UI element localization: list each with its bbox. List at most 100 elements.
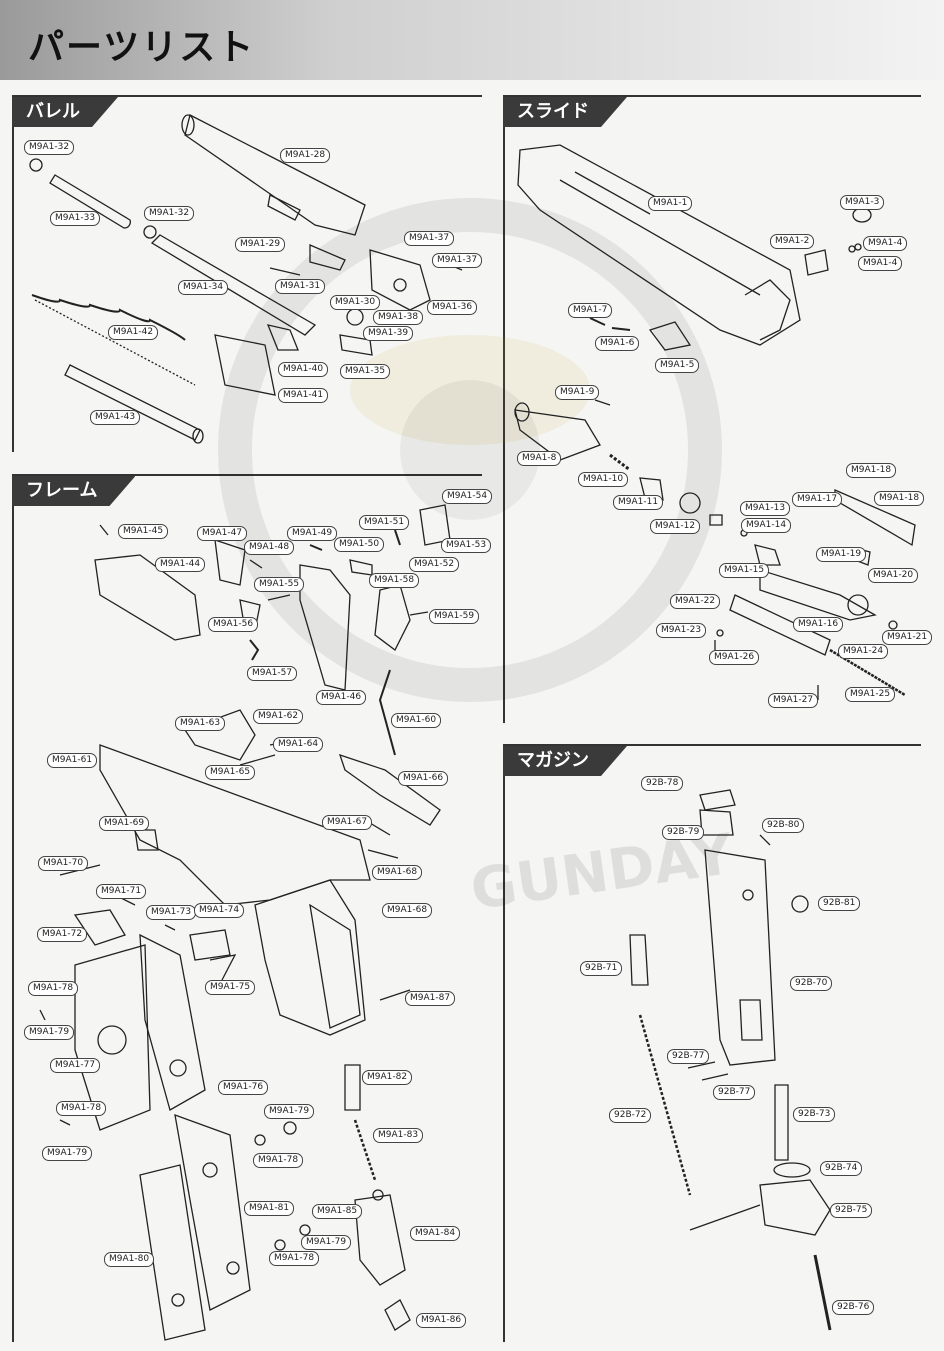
part-label-slide: M9A1-10: [578, 472, 629, 487]
part-label-frame: M9A1-78: [28, 981, 79, 996]
part-label-frame: M9A1-78: [56, 1101, 107, 1116]
part-label-frame: M9A1-62: [253, 709, 304, 724]
section-frame: フレーム: [12, 474, 482, 1342]
part-label-magazine: 92B-77: [713, 1085, 756, 1100]
part-label-frame: M9A1-66: [398, 771, 449, 786]
section-barrel: バレル: [12, 95, 482, 452]
part-label-barrel: M9A1-31: [275, 279, 326, 294]
part-label-frame: M9A1-57: [247, 666, 298, 681]
part-label-slide: M9A1-11: [613, 495, 664, 510]
section-magazine-title: マガジン: [503, 746, 627, 776]
part-label-frame: M9A1-81: [244, 1201, 295, 1216]
part-label-slide: M9A1-4: [863, 236, 908, 251]
part-label-frame: M9A1-49: [287, 526, 338, 541]
part-label-frame: M9A1-70: [38, 856, 89, 871]
part-label-frame: M9A1-50: [334, 537, 385, 552]
part-label-magazine: 92B-80: [762, 818, 805, 833]
part-label-magazine: 92B-74: [820, 1161, 863, 1176]
part-label-barrel: M9A1-32: [24, 140, 75, 155]
part-label-slide: M9A1-27: [768, 693, 819, 708]
part-label-frame: M9A1-55: [254, 577, 305, 592]
part-label-frame: M9A1-53: [441, 538, 492, 553]
part-label-frame: M9A1-60: [391, 713, 442, 728]
part-label-frame: M9A1-79: [264, 1104, 315, 1119]
part-label-frame: M9A1-85: [312, 1204, 363, 1219]
part-label-barrel: M9A1-36: [427, 300, 478, 315]
part-label-magazine: 92B-79: [662, 825, 705, 840]
part-label-slide: M9A1-25: [845, 687, 896, 702]
part-label-frame: M9A1-79: [301, 1235, 352, 1250]
part-label-slide: M9A1-24: [838, 644, 889, 659]
part-label-barrel: M9A1-40: [278, 362, 329, 377]
part-label-slide: M9A1-19: [816, 547, 867, 562]
part-label-frame: M9A1-64: [273, 737, 324, 752]
part-label-frame: M9A1-87: [405, 991, 456, 1006]
part-label-slide: M9A1-7: [568, 303, 613, 318]
part-label-slide: M9A1-16: [793, 617, 844, 632]
part-label-slide: M9A1-6: [595, 336, 640, 351]
part-label-magazine: 92B-73: [793, 1107, 836, 1122]
part-label-frame: M9A1-80: [104, 1252, 155, 1267]
part-label-frame: M9A1-58: [369, 573, 420, 588]
part-label-frame: M9A1-78: [269, 1251, 320, 1266]
part-label-slide: M9A1-15: [719, 563, 770, 578]
part-label-frame: M9A1-75: [205, 980, 256, 995]
part-label-slide: M9A1-26: [709, 650, 760, 665]
page-header: パーツリスト: [0, 0, 944, 80]
part-label-frame: M9A1-67: [322, 815, 373, 830]
part-label-barrel: M9A1-34: [178, 280, 229, 295]
slide-parts: [514, 144, 916, 700]
part-label-barrel: M9A1-43: [90, 410, 141, 425]
part-label-frame: M9A1-78: [253, 1153, 304, 1168]
part-label-frame: M9A1-46: [316, 690, 367, 705]
part-label-frame: M9A1-83: [373, 1128, 424, 1143]
part-label-frame: M9A1-79: [42, 1146, 93, 1161]
part-label-frame: M9A1-77: [50, 1058, 101, 1073]
part-label-barrel: M9A1-39: [363, 326, 414, 341]
part-label-magazine: 92B-81: [818, 896, 861, 911]
part-label-barrel: M9A1-33: [50, 211, 101, 226]
part-label-frame: M9A1-48: [244, 540, 295, 555]
part-label-frame: M9A1-47: [197, 526, 248, 541]
part-label-frame: M9A1-68: [382, 903, 433, 918]
part-label-frame: M9A1-68: [372, 865, 423, 880]
page-title: パーツリスト: [28, 27, 256, 68]
part-label-slide: M9A1-18: [874, 491, 925, 506]
part-label-magazine: 92B-76: [832, 1300, 875, 1315]
part-label-frame: M9A1-61: [47, 753, 98, 768]
part-label-slide: M9A1-12: [650, 519, 701, 534]
part-label-slide: M9A1-5: [655, 358, 700, 373]
part-label-frame: M9A1-79: [24, 1025, 75, 1040]
part-label-frame: M9A1-59: [429, 609, 480, 624]
part-label-frame: M9A1-69: [99, 816, 150, 831]
part-label-slide: M9A1-18: [846, 463, 897, 478]
part-label-slide: M9A1-2: [770, 234, 815, 249]
part-label-magazine: 92B-77: [667, 1049, 710, 1064]
part-label-magazine: 92B-71: [580, 961, 623, 976]
part-label-slide: M9A1-23: [656, 623, 707, 638]
part-label-slide: M9A1-22: [670, 594, 721, 609]
part-label-magazine: 92B-78: [641, 776, 684, 791]
part-label-barrel: M9A1-29: [235, 237, 286, 252]
part-label-slide: M9A1-9: [555, 385, 600, 400]
part-label-frame: M9A1-54: [442, 489, 493, 504]
part-label-magazine: 92B-75: [830, 1203, 873, 1218]
section-magazine: マガジン: [503, 744, 921, 1342]
part-label-frame: M9A1-73: [146, 905, 197, 920]
part-label-frame: M9A1-51: [359, 515, 410, 530]
part-label-barrel: M9A1-37: [404, 231, 455, 246]
part-label-frame: M9A1-86: [416, 1313, 467, 1328]
part-label-frame: M9A1-56: [208, 617, 259, 632]
part-label-barrel: M9A1-32: [144, 206, 195, 221]
part-label-barrel: M9A1-35: [340, 364, 391, 379]
part-label-frame: M9A1-74: [194, 903, 245, 918]
part-label-frame: M9A1-71: [96, 884, 147, 899]
part-label-slide: M9A1-3: [840, 195, 885, 210]
part-label-barrel: M9A1-38: [373, 310, 424, 325]
part-label-barrel: M9A1-30: [330, 295, 381, 310]
part-label-slide: M9A1-17: [792, 492, 843, 507]
part-label-barrel: M9A1-28: [280, 148, 331, 163]
part-label-frame: M9A1-84: [410, 1226, 461, 1241]
part-label-slide: M9A1-14: [741, 518, 792, 533]
